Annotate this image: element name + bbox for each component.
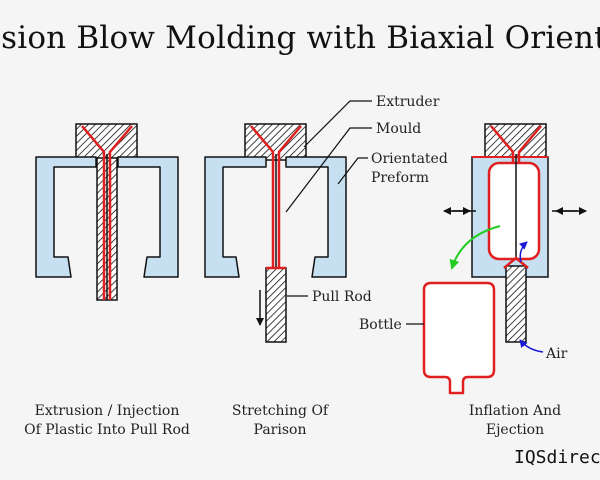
air-arrow-in: [519, 339, 544, 353]
watermark-logo: IQSdirectory: [514, 447, 600, 468]
step2-pull-rod: [265, 266, 287, 343]
label-extruder: Extruder: [376, 94, 440, 110]
step3-pull-rod: [503, 256, 529, 343]
leader-mould: [285, 127, 372, 213]
label-bottle: Bottle: [359, 317, 402, 333]
label-orientated: Orientated: [371, 151, 448, 167]
air-arrow-up: [519, 241, 528, 263]
caption-step3-line1: Inflation And: [468, 403, 562, 419]
step1-mould-right: [117, 156, 179, 278]
label-preform: Preform: [371, 170, 429, 186]
step2-mould-right: [285, 156, 347, 278]
leader-orientated-preform: [337, 157, 368, 185]
caption-step1: Extrusion / Injection Of Plastic Into Pu…: [7, 402, 207, 440]
page-title: Extrusion Blow Molding with Biaxial Orie…: [0, 20, 600, 56]
leader-extruder: [303, 100, 372, 148]
step1-mould-left: [35, 156, 97, 278]
caption-step2-line2: Parison: [253, 422, 307, 438]
step1-group: [35, 123, 179, 301]
caption-step3-line2: Ejection: [485, 422, 545, 438]
label-air: Air: [545, 346, 568, 362]
step2-group: [204, 123, 347, 343]
caption-step2-line1: Stretching Of: [231, 403, 329, 419]
label-pull-rod: Pull Rod: [312, 289, 372, 305]
ejection-arrow: [449, 225, 501, 270]
step3-plastic-inlet: [490, 125, 542, 258]
caption-step1-line1: Extrusion / Injection: [34, 403, 180, 419]
caption-step1-line2: Of Plastic Into Pull Rod: [24, 422, 190, 438]
step3-mould: [471, 156, 549, 278]
step2-plastic-parison: [250, 125, 302, 268]
step2-mould-left: [204, 156, 267, 278]
step1-plastic-flow: [81, 125, 133, 300]
caption-step2: Stretching Of Parison: [180, 402, 380, 440]
label-mould: Mould: [376, 121, 421, 137]
caption-step3: Inflation And Ejection: [415, 402, 600, 440]
step3-group: [422, 123, 587, 395]
bottle-shape: [422, 281, 496, 395]
